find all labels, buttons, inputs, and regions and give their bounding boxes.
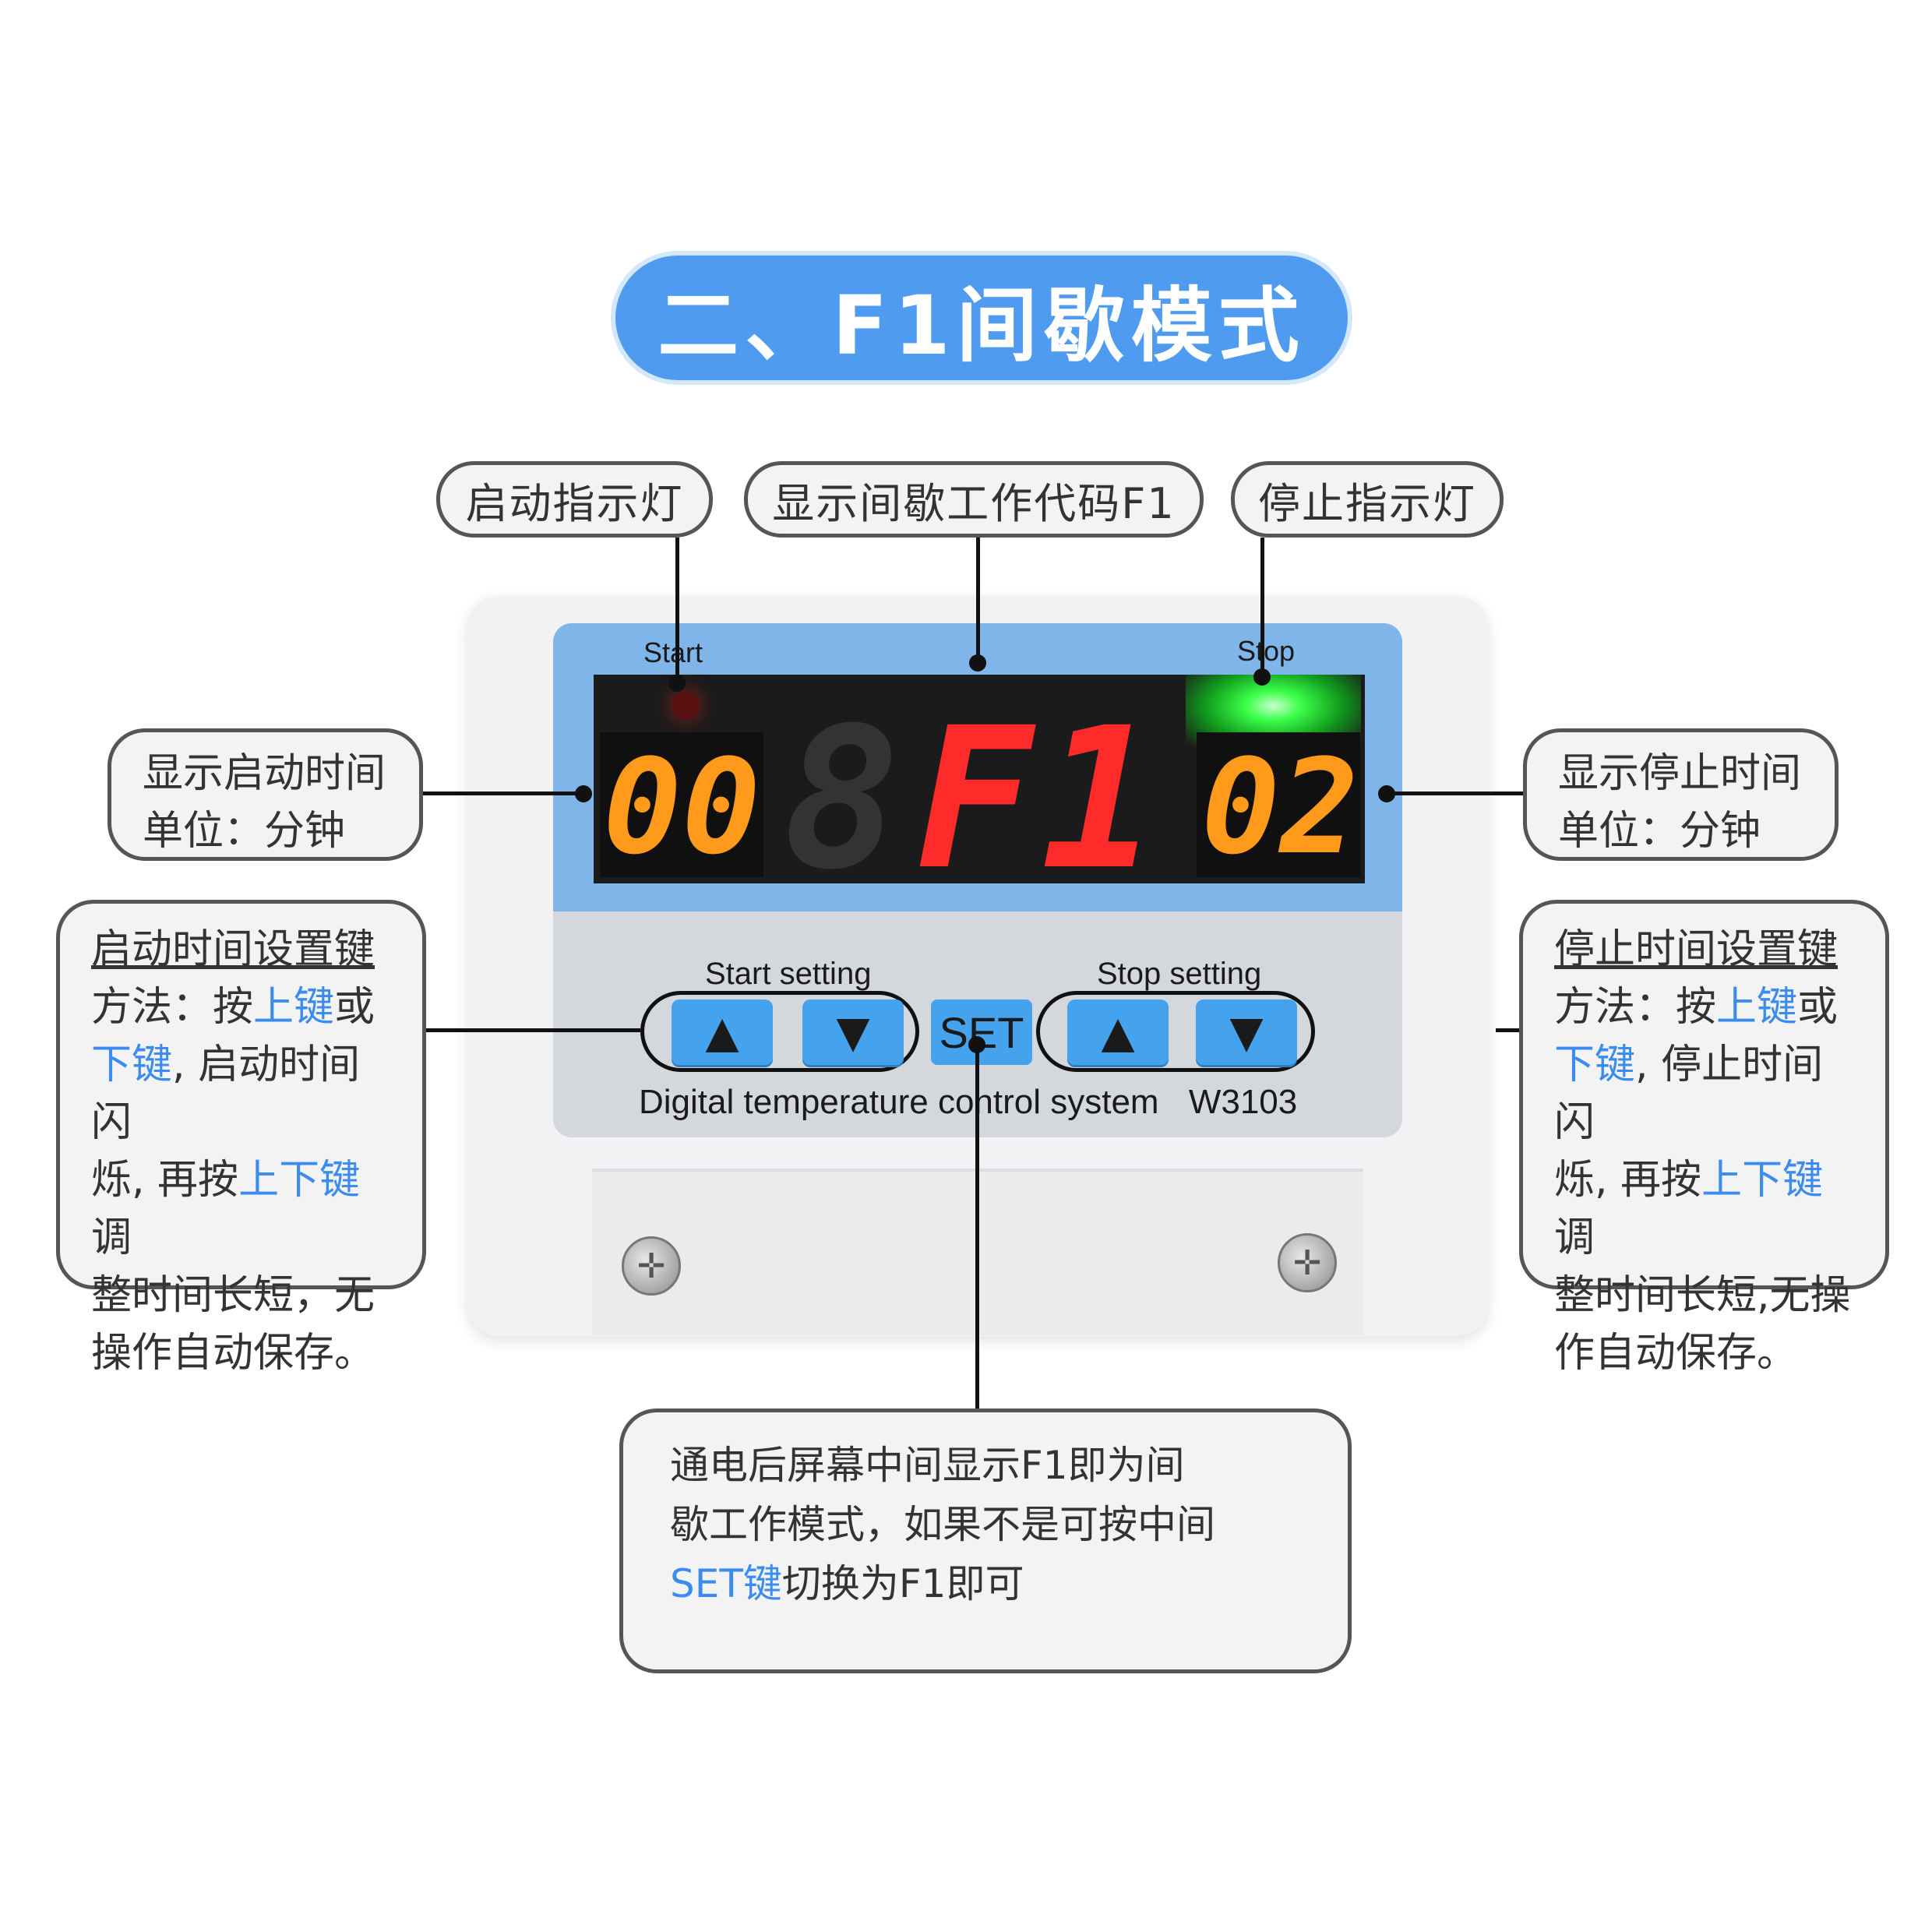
set-button[interactable]: SET: [931, 999, 1032, 1065]
screw-left-icon: ✛: [622, 1236, 681, 1296]
connector-set-key: [975, 1044, 979, 1408]
stop-down-button[interactable]: ▼: [1196, 999, 1297, 1065]
connector-dot: [1253, 668, 1271, 686]
mode-code-digits: F1: [915, 686, 1166, 912]
set-note-l3b: 切换为F1即可: [781, 1561, 1024, 1606]
stop-keys-l6: 作自动保存。: [1554, 1330, 1798, 1377]
callout-stop-time-line2: 单位：分钟: [1558, 808, 1761, 855]
connector-dot: [968, 1036, 985, 1053]
start-digit-window: [600, 732, 763, 877]
stop-digit-window: [1197, 732, 1360, 877]
start-button-group: [640, 991, 919, 1072]
stop-led-label: Stop: [1237, 635, 1296, 667]
stop-keys-l4a: 烁, 再按: [1554, 1157, 1702, 1204]
callout-start-indicator-text: 启动指示灯: [465, 478, 684, 528]
start-setting-label: Start setting: [705, 957, 872, 991]
callout-stop-indicator: 停止指示灯: [1231, 461, 1504, 538]
stop-keys-l2c: 或: [1797, 984, 1839, 1031]
start-up-button[interactable]: ▲: [672, 999, 773, 1065]
start-keys-l3b: , 启动时间闪: [91, 1042, 361, 1146]
model-number: W3103: [1188, 1083, 1298, 1121]
set-note-l1: 通电后屏幕中间显示F1即为间: [670, 1443, 1185, 1488]
callout-start-time: 显示启动时间 单位：分钟: [108, 728, 423, 861]
connector-dot: [1378, 785, 1395, 802]
start-keys-l5: 整时间长短，无: [91, 1272, 375, 1319]
set-note-l2: 歇工作模式，如果不是可按中间: [670, 1502, 1215, 1547]
connector-dot: [668, 675, 686, 692]
start-led-label: Start: [643, 636, 703, 668]
stop-keys-updown: 上下键: [1701, 1157, 1824, 1204]
connector-stop-time: [1387, 791, 1523, 795]
start-keys-l4c: 调: [91, 1215, 132, 1261]
connector-start-time: [423, 791, 579, 795]
stop-keys-l3b: , 停止时间闪: [1554, 1042, 1824, 1146]
up-arrow-icon: ▲: [1101, 1007, 1135, 1058]
start-keys-down: 下键: [91, 1042, 173, 1088]
stop-keys-title: 停止时间设置键: [1554, 926, 1839, 973]
callout-stop-time-line1: 显示停止时间: [1558, 750, 1802, 797]
connector-stop-keys: [1496, 1028, 1519, 1032]
start-keys-up: 上键: [253, 984, 335, 1031]
callout-code-display: 显示间歇工作代码F1: [744, 461, 1204, 538]
model-description: Digital temperature control system: [639, 1083, 1159, 1121]
title-banner: 二、F1间歇模式: [615, 256, 1348, 380]
start-led: [672, 692, 700, 720]
stop-up-button[interactable]: ▲: [1067, 999, 1169, 1065]
blank-digit: 8: [783, 686, 901, 912]
start-keys-l4a: 烁, 再按: [91, 1157, 239, 1204]
start-keys-l2c: 或: [334, 984, 375, 1031]
start-keys-title: 启动时间设置键: [91, 926, 375, 973]
callout-stop-indicator-text: 停止指示灯: [1258, 478, 1476, 528]
connector-stop-indicator: [1260, 538, 1264, 676]
stop-keys-l4c: 调: [1554, 1215, 1595, 1261]
connector-start-keys: [426, 1028, 640, 1032]
start-down-button[interactable]: ▼: [802, 999, 904, 1065]
page-title: 二、F1间歇模式: [658, 277, 1306, 373]
stop-button-group: [1036, 991, 1315, 1072]
callout-start-indicator: 启动指示灯: [436, 461, 713, 538]
stop-keys-l5: 整时间长短,无操: [1554, 1272, 1851, 1319]
start-keys-l2a: 方法：按: [91, 984, 254, 1031]
stop-keys-up: 上键: [1716, 984, 1798, 1031]
stop-time-digits: 02: [1201, 731, 1359, 883]
stop-setting-label: Stop setting: [1097, 957, 1262, 991]
connector-dot: [575, 785, 592, 802]
set-note-set-key: SET键: [670, 1561, 782, 1606]
callout-code-display-text: 显示间歇工作代码F1: [772, 478, 1176, 528]
start-keys-updown: 上下键: [238, 1157, 361, 1204]
callout-start-time-line1: 显示启动时间: [143, 750, 386, 797]
stop-keys-l2a: 方法：按: [1554, 984, 1717, 1031]
callout-stop-time: 显示停止时间 单位：分钟: [1523, 728, 1839, 861]
callout-start-time-line2: 单位：分钟: [143, 808, 346, 855]
up-arrow-icon: ▲: [705, 1007, 739, 1058]
callout-set-key: 通电后屏幕中间显示F1即为间 歇工作模式，如果不是可按中间 SET键切换为F1即…: [619, 1408, 1352, 1673]
connector-code-display: [976, 538, 980, 662]
connector-start-indicator: [675, 538, 679, 684]
down-arrow-icon: ▼: [836, 1007, 870, 1058]
connector-dot: [969, 654, 986, 672]
callout-stop-keys: 停止时间设置键 方法：按上键或 下键, 停止时间闪 烁, 再按上下键调 整时间长…: [1519, 900, 1889, 1377]
down-arrow-icon: ▼: [1229, 1007, 1264, 1058]
start-keys-l6: 操作自动保存。: [91, 1330, 375, 1377]
stop-keys-down: 下键: [1554, 1042, 1636, 1088]
screw-right-icon: ✛: [1278, 1233, 1337, 1292]
callout-start-keys: 启动时间设置键 方法：按上键或 下键, 启动时间闪 烁, 再按上下键调 整时间长…: [56, 900, 426, 1377]
start-time-digits: 00: [603, 731, 761, 883]
model-caption: Digital temperature control system W3103: [639, 1083, 1340, 1122]
